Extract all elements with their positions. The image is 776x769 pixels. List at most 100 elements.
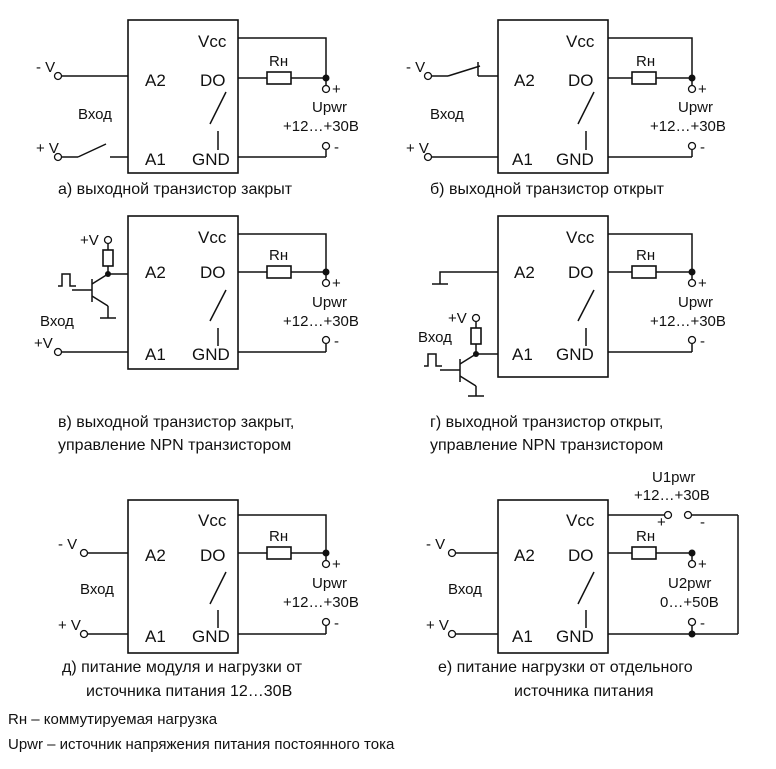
a2-label: A2: [145, 546, 166, 565]
do-label: DO: [568, 263, 594, 282]
load-resistor: [631, 71, 657, 85]
diagram-d: Vcc A2 DO A1 GND Rн + Upwr +12…+30В - +V: [418, 215, 726, 454]
load-label: Rн: [636, 53, 655, 70]
do-label: DO: [200, 546, 226, 565]
plus-sign: +: [332, 556, 341, 573]
plus-sign: +: [657, 514, 666, 531]
module-block: [127, 215, 239, 370]
a1-label: A1: [145, 150, 166, 169]
a2-label: A2: [514, 263, 535, 282]
minus-sign: -: [700, 139, 705, 156]
plus-sign: +: [332, 81, 341, 98]
vcc-label: Vcc: [198, 228, 227, 247]
internal-switch: [209, 91, 227, 125]
a1-label: A1: [145, 345, 166, 364]
gnd-label: GND: [192, 150, 230, 169]
vcc-label: Vcc: [566, 228, 595, 247]
load-label: Rн: [269, 528, 288, 545]
plus-sign: +: [698, 81, 707, 98]
a2-label: A2: [145, 71, 166, 90]
plus-v-label: +V: [448, 310, 467, 327]
plus-v-label: + V: [36, 140, 59, 157]
input-switch: [447, 65, 481, 77]
minus-sign: -: [700, 333, 705, 350]
gnd-label: GND: [192, 345, 230, 364]
terminal: [321, 84, 331, 94]
diagram-f: Vcc A2 DO A1 GND U1pwr +12…+30В + - Rн +…: [426, 469, 739, 700]
caption-d-2: управление NPN транзистором: [430, 437, 663, 454]
load-label: Rн: [269, 53, 288, 70]
a2-label: A2: [514, 71, 535, 90]
note-supply: Upwr – источник напряжения питания посто…: [8, 736, 395, 753]
caption-c-1: в) выходной транзистор закрыт,: [58, 414, 294, 431]
supply-label: Upwr: [312, 99, 347, 116]
do-label: DO: [568, 71, 594, 90]
supply-range: +12…+30В: [283, 118, 359, 135]
caption-f-2: источника питания: [514, 683, 654, 700]
input-label: Вход: [40, 313, 74, 330]
minus-v-label: - V: [406, 59, 425, 76]
a1-label: A1: [512, 345, 533, 364]
supply-range: +12…+30В: [650, 313, 726, 330]
pullup-resistor: [470, 327, 482, 345]
module-block: [127, 19, 239, 174]
plus-sign: +: [698, 556, 707, 573]
pullup-resistor: [102, 249, 114, 267]
do-label: DO: [200, 71, 226, 90]
plus-v-label: +V: [80, 232, 99, 249]
module-block: [497, 215, 609, 378]
module-block: [497, 19, 609, 174]
u1-range: +12…+30В: [634, 487, 710, 504]
supply-range: +12…+30В: [283, 594, 359, 611]
u2-range: 0…+50В: [660, 594, 719, 611]
plus-v-label: +V: [34, 335, 53, 352]
gnd-label: GND: [556, 627, 594, 646]
plus-v-label: + V: [58, 617, 81, 634]
vcc-label: Vcc: [566, 32, 595, 51]
input-label: Вход: [80, 581, 114, 598]
npn-transistor: +V: [424, 310, 498, 397]
supply-label: Upwr: [678, 294, 713, 311]
pulse-symbol: [58, 273, 76, 287]
load-label: Rн: [636, 528, 655, 545]
minus-sign: -: [700, 615, 705, 632]
npn-transistor: +V: [58, 232, 128, 319]
plus-v-label: + V: [426, 617, 449, 634]
caption-f-1: е) питание нагрузки от отдельного: [438, 659, 693, 676]
caption-d-1: г) выходной транзистор открыт,: [430, 414, 663, 431]
minus-v-label: - V: [58, 536, 77, 553]
gnd-label: GND: [556, 150, 594, 169]
plus-sign: +: [698, 275, 707, 292]
supply-range: +12…+30В: [650, 118, 726, 135]
a1-label: A1: [145, 627, 166, 646]
gnd-label: GND: [192, 627, 230, 646]
note-load: Rн – коммутируемая нагрузка: [8, 711, 218, 728]
a2-label: A2: [145, 263, 166, 282]
a1-label: A1: [512, 627, 533, 646]
pulse-symbol: [424, 353, 442, 367]
do-label: DO: [200, 263, 226, 282]
load-label: Rн: [269, 247, 288, 264]
minus-sign: -: [334, 139, 339, 156]
vcc-label: Vcc: [198, 32, 227, 51]
supply-label: Upwr: [312, 575, 347, 592]
input-label: Вход: [78, 106, 112, 123]
load-resistor: [266, 546, 292, 560]
load-resistor: [631, 265, 657, 279]
vcc-label: Vcc: [566, 511, 595, 530]
u1-name: U1pwr: [652, 469, 695, 486]
vcc-label: Vcc: [198, 511, 227, 530]
minus-v-label: - V: [36, 59, 55, 76]
caption-a: а) выходной транзистор закрыт: [58, 181, 293, 198]
plus-sign: +: [332, 275, 341, 292]
do-label: DO: [568, 546, 594, 565]
supply-label: Upwr: [312, 294, 347, 311]
a2-label: A2: [514, 546, 535, 565]
minus-v-label: - V: [426, 536, 445, 553]
caption-b: б) выходной транзистор открыт: [430, 181, 665, 198]
caption-e-1: д) питание модуля и нагрузки от: [62, 659, 303, 676]
input-label: Вход: [448, 581, 482, 598]
minus-sign: -: [334, 333, 339, 350]
input-switch: [77, 143, 107, 158]
